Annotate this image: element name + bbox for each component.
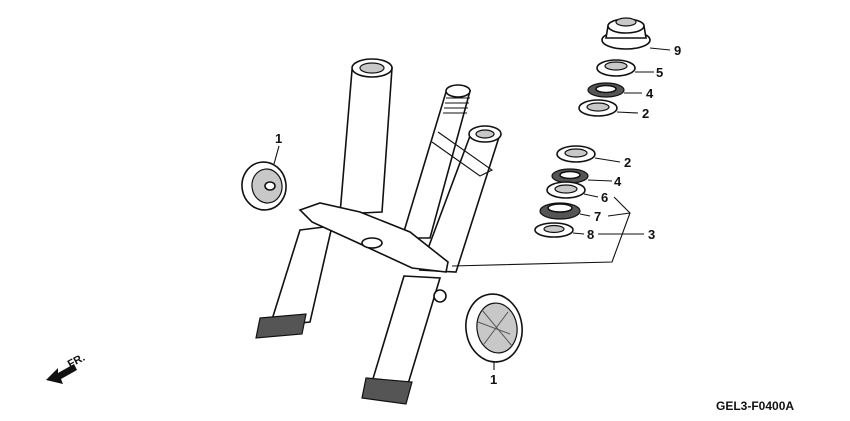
- callout-1-left: 1: [275, 131, 282, 146]
- plug-cap-left: [241, 161, 287, 211]
- cone-race-upper: [578, 99, 618, 117]
- plug-cap-right: [465, 293, 523, 363]
- adjusting-nut: [596, 59, 636, 77]
- front-direction-indicator: FR.: [46, 352, 87, 384]
- callout-9: 9: [674, 43, 681, 58]
- dust-seal: [546, 181, 586, 199]
- callout-4-upper: 4: [646, 86, 654, 101]
- arrow-icon: [46, 364, 77, 384]
- steel-ball-lower: [551, 168, 589, 184]
- callout-4-lower: 4: [614, 174, 622, 189]
- ball-race-lower: [556, 145, 596, 163]
- callout-8: 8: [587, 227, 594, 242]
- callout-1-right: 1: [490, 372, 497, 387]
- callout-5: 5: [656, 65, 663, 80]
- leader-lines: [273, 47, 671, 370]
- washer: [534, 222, 574, 238]
- callout-2-lower: 2: [624, 155, 631, 170]
- steel-ball-bearing: [539, 202, 581, 220]
- front-fork-assembly: [255, 58, 502, 405]
- callout-7: 7: [594, 209, 601, 224]
- callout-6: 6: [601, 190, 608, 205]
- callout-3: 3: [648, 227, 655, 242]
- direction-label: FR.: [66, 352, 87, 371]
- steel-ball-upper: [587, 82, 625, 98]
- diagram-code: GEL3-F0400A: [716, 399, 794, 413]
- steering-stem-nut: [601, 17, 651, 50]
- callout-2-upper: 2: [642, 106, 649, 121]
